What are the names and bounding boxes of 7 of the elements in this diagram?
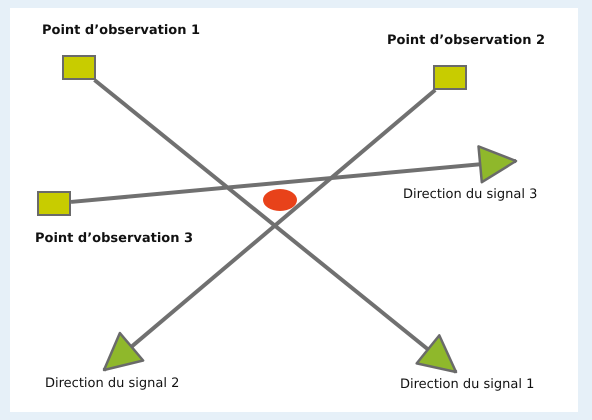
direction-label: Direction du signal 2 [45,374,180,391]
arrow [70,145,518,204]
point-label: Point d’observation 1 [42,23,200,38]
point-label: Point d’observation 3 [35,231,194,246]
direction-label: Direction du signal 3 [403,185,538,202]
point-label: Point d’observation 2 [387,33,546,48]
direction-label: Direction du signal 1 [400,375,534,392]
